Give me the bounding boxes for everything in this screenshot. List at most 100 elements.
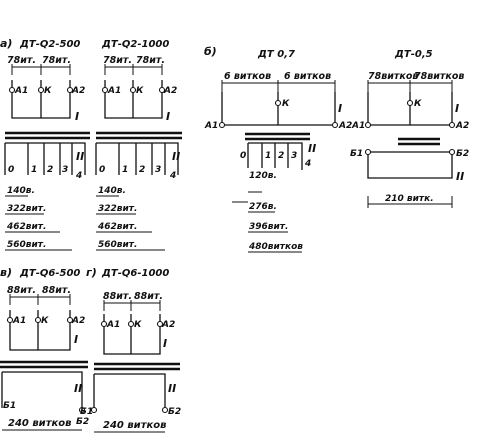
tap-1-label: 1 xyxy=(265,151,271,161)
secondary-mark: II xyxy=(308,142,316,155)
tap-dimension-lines xyxy=(96,195,165,251)
terminal-k xyxy=(37,86,45,94)
panel-g-label: г) xyxy=(86,266,97,279)
panel-b-t1-title: ДТ 0,7 xyxy=(257,49,295,60)
dim-1: 120в. xyxy=(249,171,277,181)
panel-g-turns-right: 88ит. xyxy=(134,291,163,302)
panel-v-turns-left: 88ит. xyxy=(7,285,36,296)
dim-3: 462вит. xyxy=(6,222,46,232)
tap-1-label: 1 xyxy=(122,165,128,175)
secondary-mark: II xyxy=(76,150,84,163)
tap-3-label: 3 xyxy=(291,151,297,161)
dim-2: 322вит. xyxy=(7,204,46,214)
panel-b-t2-title: ДТ-0,5 xyxy=(394,49,433,60)
primary-mark: I xyxy=(163,337,167,350)
dimension-ticks xyxy=(11,64,71,75)
dimension-ticks xyxy=(103,300,161,311)
panel-v-transformer: в) ДТ-Q6-500 88ит. 88ит. A1 К A2 I Б1 Б2… xyxy=(0,266,89,431)
tap-a2-label: A2 xyxy=(338,121,352,131)
dimension-ticks xyxy=(221,80,336,92)
terminal-a2 xyxy=(331,121,339,129)
tap-0-label: 0 xyxy=(99,165,105,175)
panel-a-t1-turns-right: 78ит. xyxy=(42,55,71,66)
terminal-a1 xyxy=(218,121,226,129)
tap-a1-label: A1 xyxy=(12,316,26,326)
tap-3-label: 3 xyxy=(62,165,68,175)
primary-mark: I xyxy=(455,102,459,115)
dimension-ticks xyxy=(104,64,163,75)
tap-a1-label: A1 xyxy=(14,86,28,96)
primary-winding xyxy=(103,314,161,355)
tap-a1-label: A1 xyxy=(107,86,121,96)
terminal-a2 xyxy=(66,316,74,324)
tap-4-label: 4 xyxy=(75,171,82,181)
panel-b-t1-turns-left: 6 витков xyxy=(224,71,271,82)
tap-b2-label: Б2 xyxy=(76,417,89,427)
tap-k-label: К xyxy=(134,320,142,330)
terminal-a2 xyxy=(158,86,166,94)
terminal-b2 xyxy=(78,406,86,414)
tap-b2-label: Б2 xyxy=(168,407,181,417)
secondary-dimension xyxy=(367,196,453,208)
terminal-b2 xyxy=(448,148,456,156)
secondary-dim-label: 240 витков xyxy=(8,418,71,429)
tap-a2-label: A2 xyxy=(161,320,175,330)
terminal-a2 xyxy=(448,121,456,129)
panel-b-t2-turns-left: 78витков xyxy=(368,71,418,82)
terminal-b1 xyxy=(90,406,98,414)
panel-v-label: в) xyxy=(0,266,12,279)
dim-1: 140в. xyxy=(7,186,35,196)
terminal-b1 xyxy=(364,148,372,156)
tap-4-label: 4 xyxy=(304,159,311,169)
secondary-mark: II xyxy=(456,170,464,183)
panel-a-transformer-1: а) ДТ-Q2-500 78ит. 78ит. A1 К A2 I 0 1 2… xyxy=(0,37,90,251)
primary-mark: I xyxy=(74,333,78,346)
tap-a2-label: A2 xyxy=(163,86,177,96)
panel-a-t1-title: ДТ-Q2-500 xyxy=(19,39,80,50)
tap-2-label: 2 xyxy=(278,151,284,161)
secondary-taps xyxy=(118,143,166,175)
terminal-k xyxy=(274,99,282,107)
dim-2: 322вит. xyxy=(98,204,137,214)
tap-a1-label: A1 xyxy=(106,320,120,330)
panel-a-t2-turns-right: 78ит. xyxy=(136,55,165,66)
terminal-k xyxy=(127,320,135,328)
panel-a-transformer-2: ДТ-Q2-1000 78ит. 78ит. A1 К A2 I 0 1 2 3… xyxy=(95,39,182,251)
terminal-b2 xyxy=(161,406,169,414)
tap-k-label: К xyxy=(282,99,290,109)
secondary-dim-label: 240 витков xyxy=(103,420,166,431)
dim-3: 396вит. xyxy=(249,222,288,232)
tap-b1-label: Б1 xyxy=(80,407,93,417)
tap-2-label: 2 xyxy=(47,165,53,175)
dim-4: 560вит. xyxy=(98,240,137,250)
tap-a2-label: A2 xyxy=(71,316,85,326)
tap-2-label: 2 xyxy=(139,165,145,175)
panel-a-t2-turns-left: 78ит. xyxy=(103,55,132,66)
panel-g-title: ДТ-Q6-1000 xyxy=(101,268,169,279)
panel-g-turns-left: 88ит. xyxy=(103,291,132,302)
tap-k-label: К xyxy=(136,86,144,96)
panel-b-t2-turns-right: 78витков xyxy=(414,71,464,82)
dim-4: 560вит. xyxy=(7,240,46,250)
primary-winding xyxy=(9,310,71,351)
panel-b-label: б) xyxy=(204,45,217,58)
secondary-winding xyxy=(4,142,86,175)
tap-a2-label: A2 xyxy=(455,121,469,131)
tap-1-label: 1 xyxy=(31,165,37,175)
dim-2: 276в. xyxy=(249,202,277,212)
terminal-k xyxy=(34,316,42,324)
panel-b-transformer-1: б) ДТ 0,7 6 витков 6 витков A1 К A2 I 0 … xyxy=(204,45,352,253)
secondary-taps xyxy=(27,143,73,175)
terminal-a1 xyxy=(364,121,372,129)
secondary-winding xyxy=(95,142,179,175)
terminal-a1 xyxy=(8,86,16,94)
panel-b-transformer-2: ДТ-0,5 78витков 78витков A1 К A2 I Б1 Б2… xyxy=(350,49,469,208)
dimension-ticks xyxy=(367,80,453,92)
terminal-a2 xyxy=(156,320,164,328)
tap-0-label: 0 xyxy=(8,165,14,175)
tap-0-label: 0 xyxy=(240,151,246,161)
terminal-k xyxy=(129,86,137,94)
tap-a1-label: A1 xyxy=(204,121,218,131)
tap-4-label: 4 xyxy=(169,171,176,181)
panel-b-t1-turns-right: 6 витков xyxy=(284,71,331,82)
